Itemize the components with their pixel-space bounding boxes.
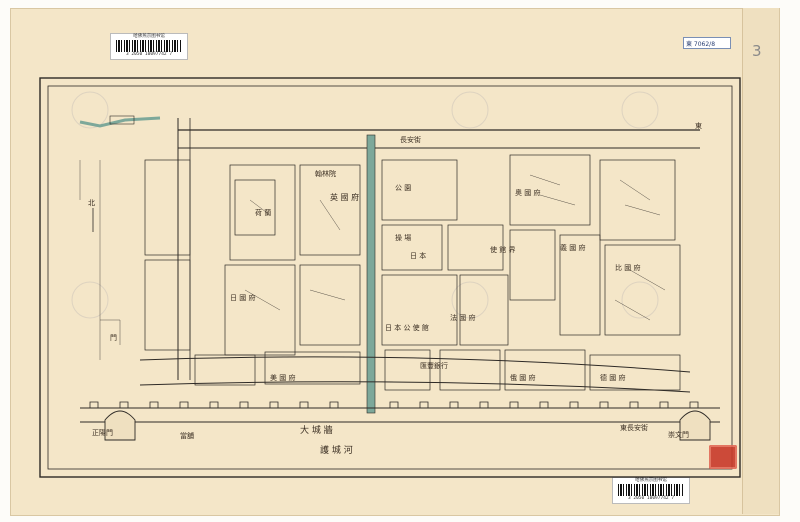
label-east-note: 東長安街 [620,423,648,432]
label-zhengyang: 正陽門 [92,428,113,437]
map-sheet [10,8,780,516]
detail-strokes [79,160,666,360]
label-plaza: 操 場 [395,233,411,242]
sheet-fold [742,8,779,514]
label-east: 東 [695,121,702,130]
label-inner-wall: 大 城 牆 [300,424,333,436]
label-north: 北 [88,199,95,207]
red-seal-stamp [709,445,737,469]
label-austria: 奧 國 府 [515,188,540,197]
watermark [71,91,659,319]
bridge [109,115,135,125]
barcode-bars [115,40,183,52]
label-netherlands: 荷 蘭 [255,208,271,217]
label-gate-small: 門 [110,334,117,342]
label-japan: 日 本 公 使 館 [385,323,429,332]
zhengyang-gate-shape [104,410,136,441]
label-east-changan: 長安街 [400,135,421,144]
chongwen-gate-shape [679,410,711,441]
label-belgium: 比 國 府 [615,263,640,272]
central-canal [366,134,376,414]
label-hanlin: 翰林院 [315,169,336,178]
label-france: 法 國 府 [450,313,475,322]
label-italy: 義 國 府 [560,243,585,252]
label-british: 英 國 府 [330,192,359,202]
label-legation-street: 使 館 界 [490,245,515,254]
label-pawnshop: 當舖 [180,431,194,440]
label-park: 公 園 [395,184,411,192]
barcode-bars-bottom [617,484,685,496]
library-barcode-top: 哈佛燕京图书馆 3 2050 10097742 7 [110,33,188,60]
library-header-bottom: 哈佛燕京图书馆 [635,478,667,483]
call-number-tag: 東 7062/8 [683,37,731,49]
label-german: 德 國 府 [600,373,625,382]
label-spain: 日 國 府 [230,293,255,302]
label-russia: 俄 國 府 [510,373,535,382]
compound-outlines [144,154,681,391]
legation-street-south [139,381,691,393]
library-header: 哈佛燕京图书馆 [133,34,165,39]
label-usa: 美 國 府 [270,373,295,382]
label-bank: 匯豐銀行 [420,361,448,370]
canal-top [79,116,161,128]
legation-street-north [139,356,691,373]
barcode-number-bottom: 3 2050 10097742 7 [627,496,675,501]
map-inner-border [47,85,733,470]
label-japan-compass: 日 本 [410,251,426,260]
label-moat: 護 城 河 [320,444,353,456]
barcode-number: 3 2050 10097742 7 [125,52,173,57]
label-chongwen: 崇文門 [668,430,689,439]
pencil-mark: 3 [752,42,762,60]
wall-crenels [89,401,699,408]
map-outer-border [39,77,741,478]
